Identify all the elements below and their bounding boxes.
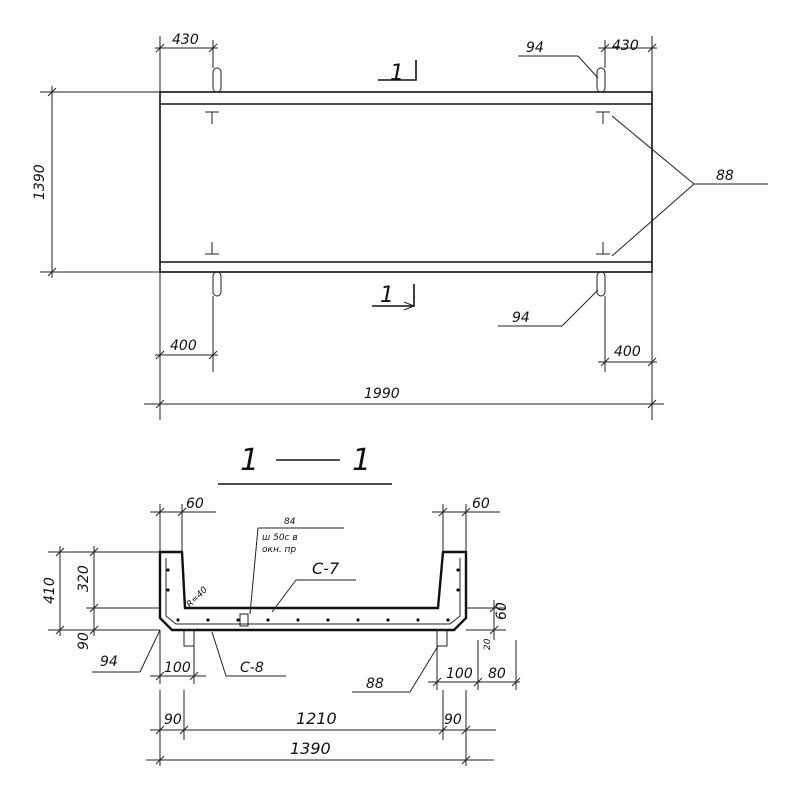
dim-left-vertical: [48, 546, 160, 636]
dim-total-plan-text: 1990: [364, 386, 400, 402]
support-left: [183, 629, 195, 647]
dim-edge-left-text: 90: [164, 712, 182, 728]
dim-slab-right-text: 60: [494, 602, 510, 620]
dim-top-right: [598, 36, 657, 92]
dim-bottom-left: [155, 272, 218, 372]
embedded-plate: [239, 613, 249, 627]
section-title-right: 1: [352, 443, 371, 478]
dim-bottom-right: [598, 272, 657, 372]
callout-94-section-text: 94: [100, 654, 118, 670]
dim-height: [40, 86, 160, 278]
lifting-loop-bottom-left: [212, 271, 222, 297]
section-mark-top-label: 1: [390, 61, 404, 86]
rebar-dots: [166, 568, 460, 622]
section-mark-bottom-label: 1: [380, 283, 394, 308]
label-mesh-bottom-leader: [211, 631, 286, 677]
radius-label: R=40: [185, 585, 210, 610]
note-line1: 84: [284, 517, 296, 527]
dim-small-right-text: 20: [483, 638, 493, 650]
section-mark-top: 1: [378, 60, 417, 86]
dim-total-plan: [144, 372, 664, 420]
dim-total-section-text: 1390: [290, 739, 331, 758]
label-mesh-top-leader: [271, 579, 297, 613]
dim-bottom-left-text: 400: [170, 338, 197, 354]
callout-94-bottom-text: 94: [512, 310, 530, 326]
callout-94-section: [92, 629, 161, 673]
callout-88-plan-text: 88: [716, 168, 734, 184]
dim-edge-right-text: 90: [444, 712, 462, 728]
lifting-loop-bottom-right: [596, 271, 606, 297]
callout-94-top-text: 94: [526, 40, 544, 56]
section-view: 1 1 R=40 60: [42, 443, 521, 766]
embedded-marks: [205, 111, 610, 255]
callout-88-plan: [611, 115, 768, 257]
section-title-left: 1: [240, 443, 259, 478]
note-line3: окн. пр: [262, 545, 296, 555]
dim-wall-left-text: 60: [186, 496, 204, 512]
dim-support-left: [150, 630, 206, 684]
dim-bottom-chain: [150, 690, 496, 766]
dim-offset-right-text: 80: [488, 666, 506, 682]
dim-wall-right-text: 60: [472, 496, 490, 512]
dim-wall-right: [432, 504, 500, 552]
dim-support-left-text: 100: [164, 660, 191, 676]
callout-88-section: [352, 645, 439, 693]
callout-94-bottom: [498, 289, 599, 327]
note-line2: ш 50с в: [262, 533, 298, 543]
dim-top-left-text: 430: [172, 32, 199, 48]
dim-top-right-text: 430: [612, 38, 639, 54]
support-right: [436, 629, 448, 647]
dim-inner-text: 1210: [296, 709, 337, 728]
dim-right-vertical: [466, 600, 506, 640]
label-mesh-top: С-7: [312, 559, 340, 578]
section-mark-bottom: 1: [372, 283, 416, 311]
lifting-loop-top-left: [212, 67, 222, 93]
tray-profile-inner: [165, 558, 461, 625]
dim-support-right: [428, 640, 521, 690]
dim-bottom-thickness-text: 90: [76, 632, 92, 650]
dim-top-left: [155, 36, 218, 92]
callout-88-section-text: 88: [366, 676, 384, 692]
dim-height-text: 1390: [32, 164, 48, 200]
callout-94-top: [518, 55, 599, 79]
lifting-loop-top-right: [596, 67, 606, 93]
label-mesh-bottom: С-8: [240, 660, 264, 676]
dim-wall-left: [150, 504, 216, 552]
dim-bottom-right-text: 400: [614, 344, 641, 360]
dim-support-right-text: 100: [446, 666, 473, 682]
note-leader: [249, 527, 259, 615]
plan-slab-outline: [159, 91, 653, 273]
dim-total-height-text: 410: [42, 577, 58, 604]
dim-inner-height-text: 320: [76, 565, 92, 592]
plan-view: 1 1 430 430 94: [32, 32, 768, 420]
dim-total-section: [146, 755, 494, 765]
